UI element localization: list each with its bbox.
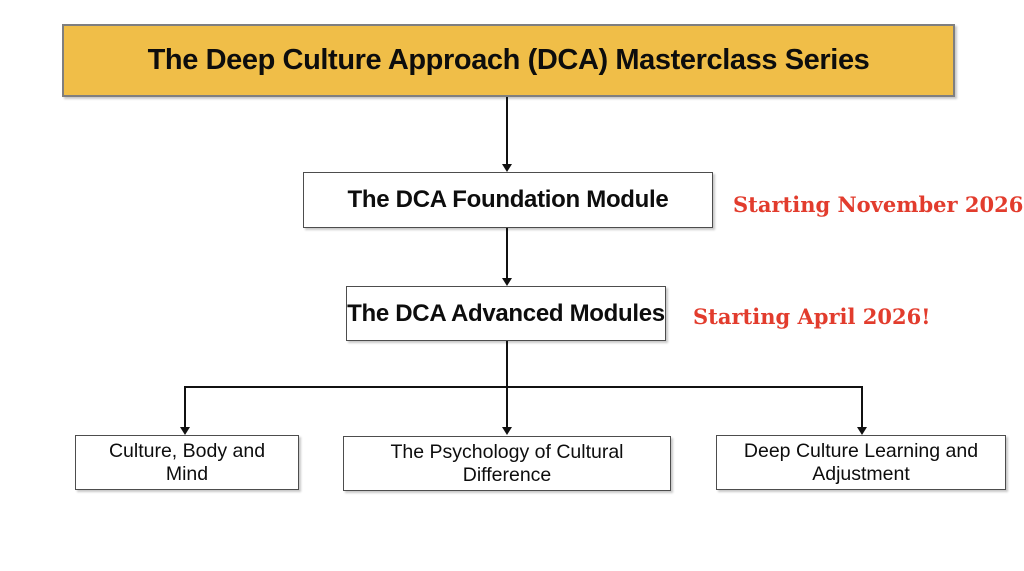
title-banner-label: The Deep Culture Approach (DCA) Mastercl…	[147, 43, 870, 76]
connector-advanced-stem-line	[506, 341, 508, 388]
connector-branch-middle-line	[506, 386, 508, 428]
connector-banner-foundation-line	[506, 97, 508, 165]
note-foundation-start-date: Starting November 2026!	[733, 191, 1024, 217]
node-advanced-modules: The DCA Advanced Modules	[346, 286, 666, 341]
node-foundation-module: The DCA Foundation Module	[303, 172, 713, 228]
title-banner: The Deep Culture Approach (DCA) Mastercl…	[62, 24, 955, 97]
connector-foundation-advanced-arrow-icon	[502, 278, 512, 286]
node-culture-body-mind: Culture, Body and Mind	[75, 435, 299, 490]
connector-foundation-advanced-line	[506, 228, 508, 279]
node-culture-body-mind-label: Culture, Body and Mind	[108, 440, 266, 485]
connector-branch-left-arrow-icon	[180, 427, 190, 435]
node-advanced-label: The DCA Advanced Modules	[347, 299, 665, 327]
note-advanced-start-date: Starting April 2026!	[693, 303, 931, 329]
connector-branch-right-arrow-icon	[857, 427, 867, 435]
connector-branch-left-line	[184, 386, 186, 428]
connector-banner-foundation-arrow-icon	[502, 164, 512, 172]
connector-branch-right-line	[861, 386, 863, 428]
node-adjustment-label: Deep Culture Learning and Adjustment	[743, 440, 979, 485]
node-psychology-label: The Psychology of Cultural Difference	[390, 441, 624, 486]
node-foundation-label: The DCA Foundation Module	[347, 186, 669, 214]
node-psychology-cultural-difference: The Psychology of Cultural Difference	[343, 436, 671, 491]
connector-branch-middle-arrow-icon	[502, 427, 512, 435]
connector-branch-horizontal-line	[184, 386, 863, 388]
node-deep-culture-learning-adjustment: Deep Culture Learning and Adjustment	[716, 435, 1006, 490]
